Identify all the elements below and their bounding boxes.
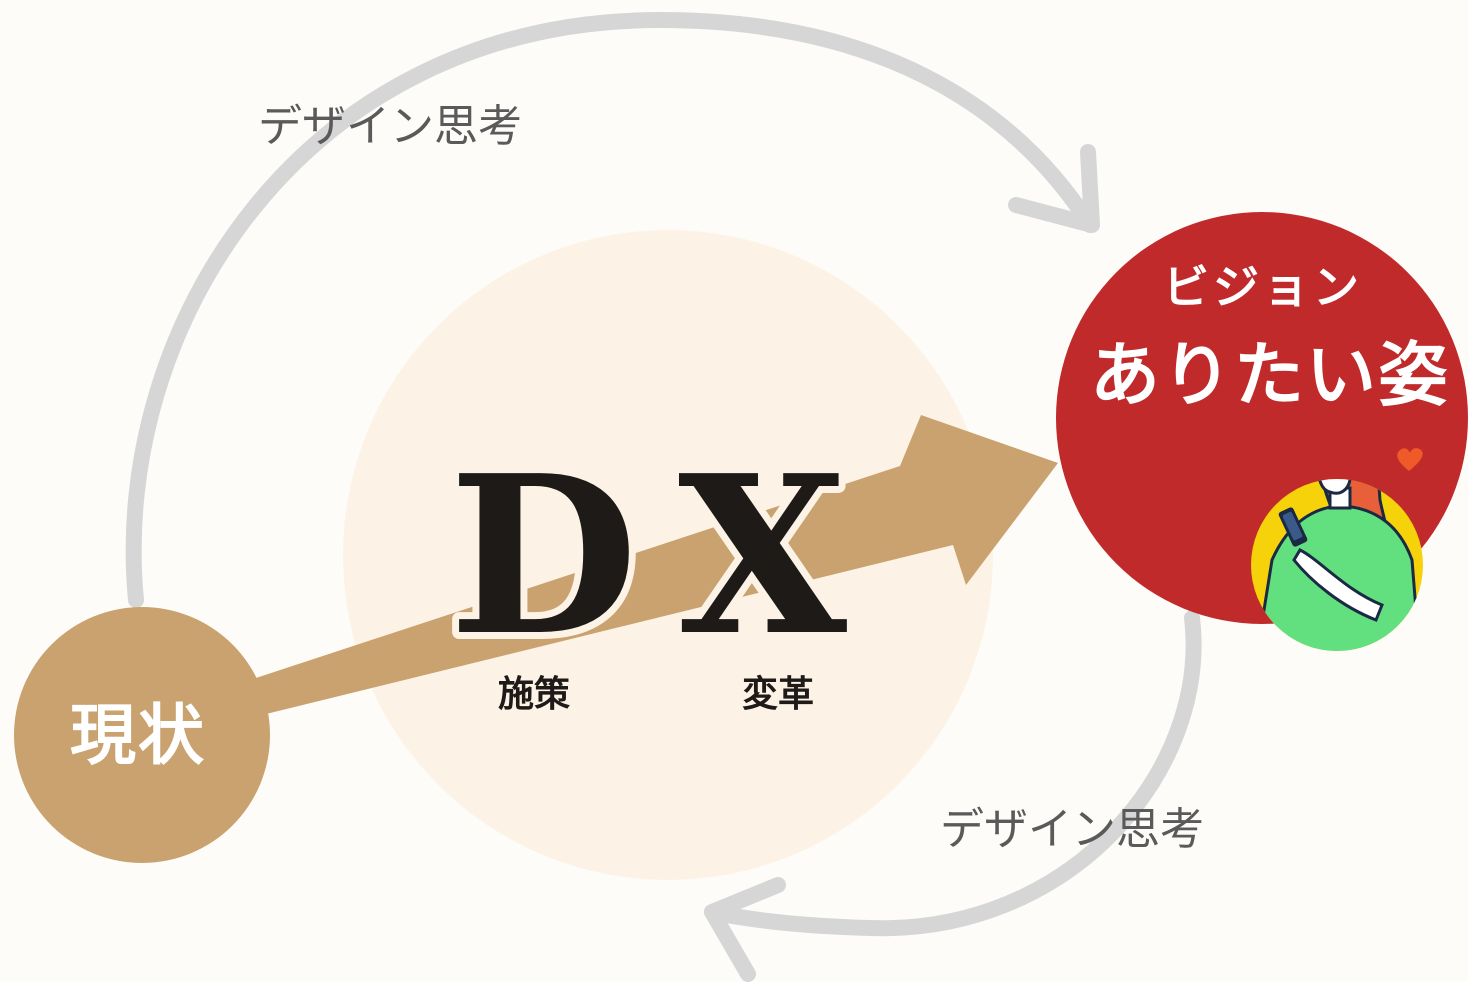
cycle-label-top: デザイン思考: [258, 101, 522, 152]
cycle-arrowhead-bottom: [704, 877, 786, 982]
dx-right-caption: 変革: [742, 674, 815, 715]
vision-subtitle: ありたい姿: [1090, 334, 1450, 416]
cycle-arc-bottom: [704, 610, 1202, 937]
heart-icon: [1397, 448, 1423, 471]
current-state-label: 現状: [70, 697, 206, 774]
cycle-label-bottom: デザイン思考: [940, 804, 1204, 855]
growth-arrow: [250, 415, 1058, 715]
dx-left-caption: 施策: [498, 674, 571, 715]
cycle-arrowhead-top: [1008, 144, 1100, 233]
vision-title: ビジョン: [1163, 260, 1363, 314]
person-with-smartphone-icon: [1251, 448, 1423, 651]
current-state-circle: [14, 607, 270, 863]
cycle-arc-top: [125, 11, 1098, 608]
dx-letters: DX: [449, 428, 887, 684]
